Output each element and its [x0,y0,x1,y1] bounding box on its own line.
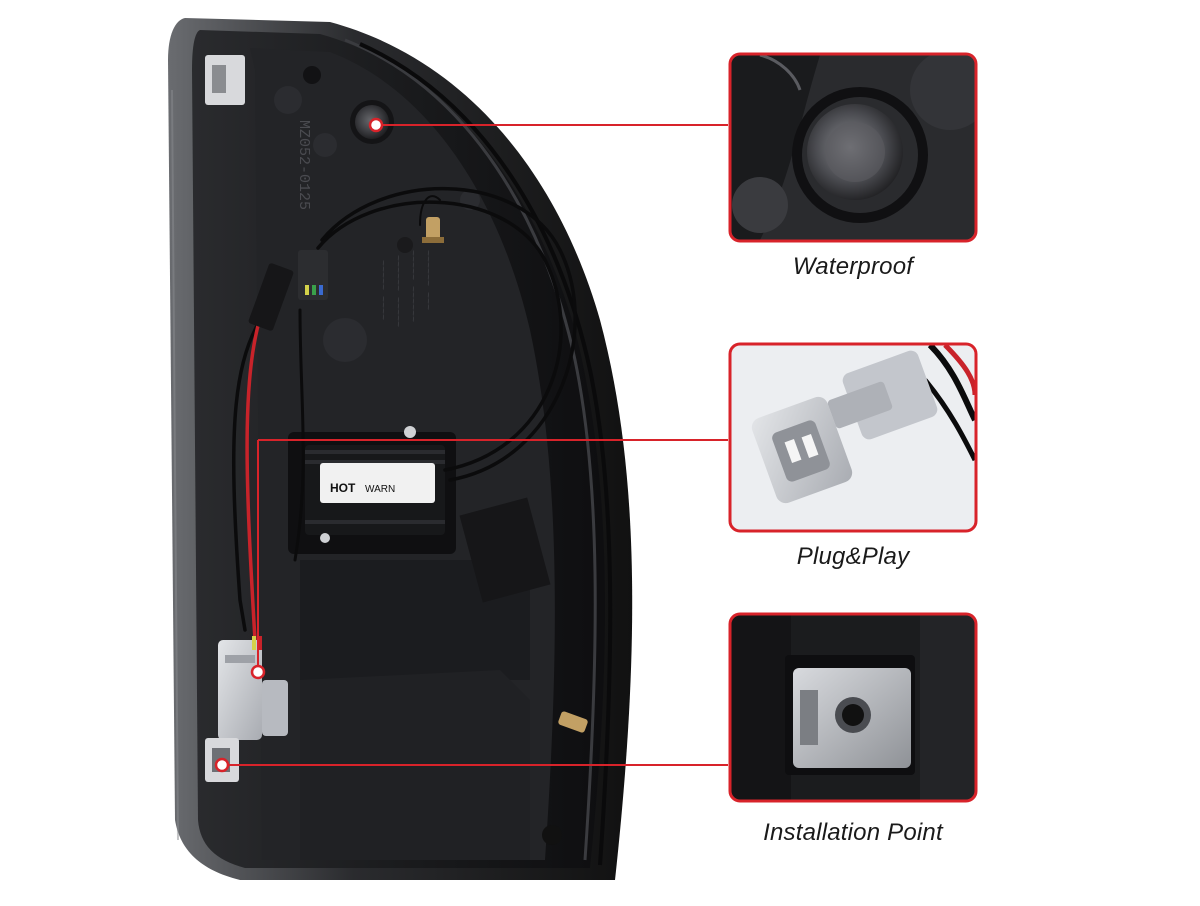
svg-text:~~~~~~ ~~~: ~~~~~~ ~~~ [421,250,432,310]
tail-light-housing: MZ052-0125 ~~~~~ ~~~~ ~~~~~~ ~~~~~ ~~~~~… [168,18,633,880]
detail-panel-installation-point [728,612,978,803]
harness-inline-plug [248,250,328,331]
module-label-warn: WARN [365,484,395,495]
callout-label-plug-play: Plug&Play [796,543,910,570]
callout-leader-plug [250,439,728,680]
part-number-text: MZ052-0125 [295,120,312,210]
callout-leader-waterproof [368,117,728,133]
detail-panel-plug-play [728,342,978,533]
svg-text:~~~~~ ~~~~: ~~~~~ ~~~~ [376,260,387,320]
callout-label-waterproof: Waterproof [792,253,914,280]
mounting-stud-lower [558,711,588,733]
detail-panel-waterproof [728,52,978,243]
module-label-hot: HOT [330,481,356,495]
callout-label-installation-point: Installation Point [763,819,943,846]
mounting-stud [422,217,444,243]
harness-connector [218,636,288,740]
callout-leader-install [214,757,728,773]
svg-text:~~~~~ ~~~~~~: ~~~~~ ~~~~~~ [406,250,417,322]
load-resistor-module: HOT WARN [288,426,456,554]
svg-text:~~~~~~ ~~~~~: ~~~~~~ ~~~~~ [391,255,402,327]
top-mount-bracket [205,55,245,105]
